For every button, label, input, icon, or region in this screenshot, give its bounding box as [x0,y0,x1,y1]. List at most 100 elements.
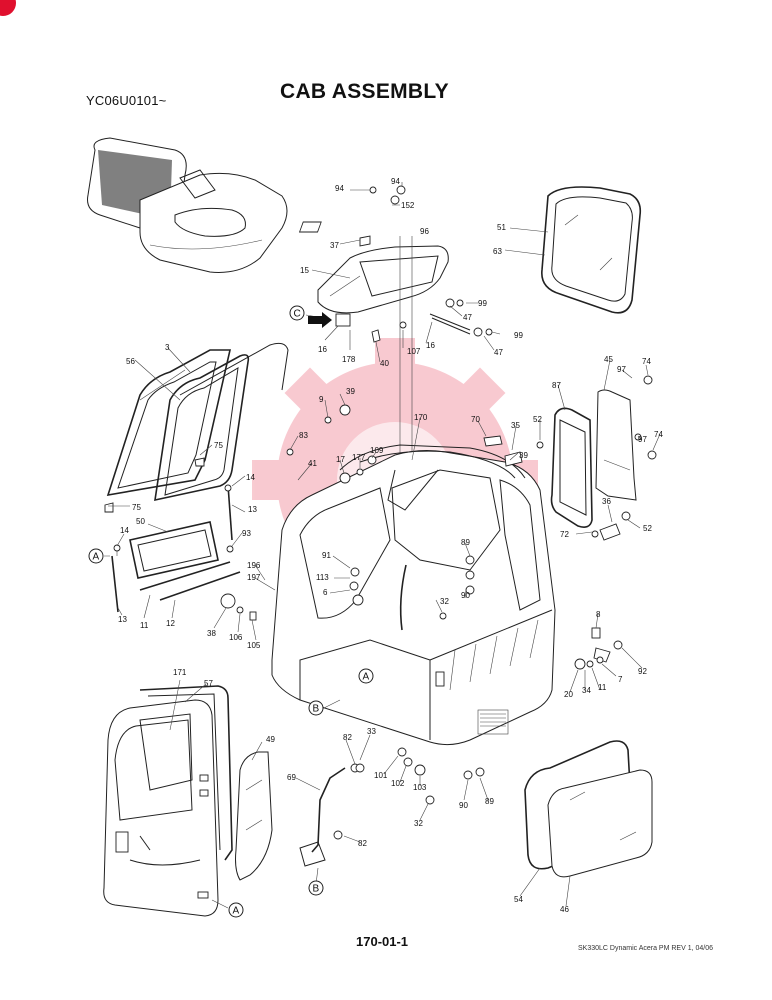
model-note: SK330LC Dynamic Acera PM REV 1, 04/06 [578,945,714,952]
callout-47: 47 [494,348,503,357]
callout-labels: 94 94 152 96 37 15 99 47 99 47 16 178 10… [118,177,663,914]
callout-83: 83 [299,431,308,440]
callout-13: 13 [248,505,257,514]
view-markers: A A A B B C [88,305,374,918]
callout-20: 20 [564,690,573,699]
door-glass-49 [235,751,273,881]
callout-39: 39 [519,451,528,460]
callout-52: 52 [643,524,652,533]
callout-46: 46 [560,905,569,914]
callout-15: 15 [300,266,309,275]
callout-89: 89 [485,797,494,806]
right-side-glass [550,389,637,528]
callout-69: 69 [287,773,296,782]
callout-89: 89 [461,538,470,547]
callout-170: 170 [414,413,428,422]
lower-front-glass [111,484,241,613]
callout-96: 96 [420,227,429,236]
callout-38: 38 [207,629,216,638]
callout-14: 14 [246,473,255,482]
callout-39: 39 [346,387,355,396]
callout-74: 74 [654,430,663,439]
callout-50: 50 [136,517,145,526]
svg-text:B: B [313,884,320,895]
callout-40: 40 [380,359,389,368]
svg-text:C: C [294,309,301,320]
side-glass-51 [541,186,642,314]
callout-102: 102 [391,779,405,788]
callout-70: 70 [471,415,480,424]
callout-92: 92 [638,667,647,676]
view-arrow-c [308,312,332,328]
callout-97: 97 [638,435,647,444]
callout-17: 17 [336,455,345,464]
callout-109: 109 [370,446,384,455]
view-marker-c: C [289,305,305,321]
callout-93: 93 [242,529,251,538]
serial-range: YC06U0101~ [86,93,167,108]
operator-seat [87,137,288,273]
svg-text:B: B [313,704,320,715]
callout-113: 113 [316,573,329,582]
callout-106: 106 [229,633,243,642]
callout-90: 90 [459,801,468,810]
callout-196: 196 [247,561,261,570]
callout-32: 32 [440,597,449,606]
callout-99: 99 [514,331,523,340]
callout-16: 16 [318,345,327,354]
callout-90: 90 [461,591,470,600]
grab-bar-69 [299,763,360,867]
callout-101: 101 [374,771,388,780]
page-number: 170-01-1 [356,934,409,949]
view-marker-a: A [228,902,244,918]
callout-94: 94 [391,177,400,186]
corner-brand-mark [0,0,16,16]
callout-13: 13 [118,615,127,624]
callout-34: 34 [582,686,591,695]
callout-33: 33 [367,727,376,736]
callout-94: 94 [335,184,344,193]
callout-14: 14 [120,526,129,535]
callout-75: 75 [214,441,223,450]
callout-36: 36 [602,497,611,506]
callout-8: 8 [596,610,601,619]
view-marker-b: B [308,700,324,716]
rear-glass [524,740,653,878]
callout-82: 82 [358,839,367,848]
callout-171: 171 [173,668,187,677]
view-marker-a: A [358,668,374,684]
callout-99: 99 [478,299,487,308]
callout-49: 49 [266,735,275,744]
callout-87: 87 [552,381,561,390]
hardware-parts [104,375,657,805]
roof-panel [298,185,493,520]
callout-54: 54 [514,895,523,904]
callout-177: 177 [352,453,366,462]
callout-103: 103 [413,783,427,792]
front-window-frame [106,342,289,502]
callout-197: 197 [247,573,261,582]
callout-12: 12 [166,619,175,628]
view-marker-b: B [308,880,324,896]
callout-16: 16 [426,341,435,350]
callout-45: 45 [604,355,613,364]
callout-6: 6 [323,588,328,597]
callout-91: 91 [322,551,331,560]
callout-52: 52 [533,415,542,424]
callout-11: 11 [598,683,607,692]
callout-75: 75 [132,503,141,512]
callout-3: 3 [165,343,170,352]
callout-56: 56 [126,357,135,366]
cab-body [271,444,556,746]
callout-74: 74 [642,357,651,366]
callout-178: 178 [342,355,356,364]
svg-text:A: A [233,906,240,917]
callout-72: 72 [560,530,569,539]
callout-152: 152 [401,201,415,210]
callout-97: 97 [617,365,626,374]
callout-105: 105 [247,641,261,650]
svg-text:A: A [363,672,370,683]
callout-51: 51 [497,223,506,232]
callout-7: 7 [618,675,623,684]
